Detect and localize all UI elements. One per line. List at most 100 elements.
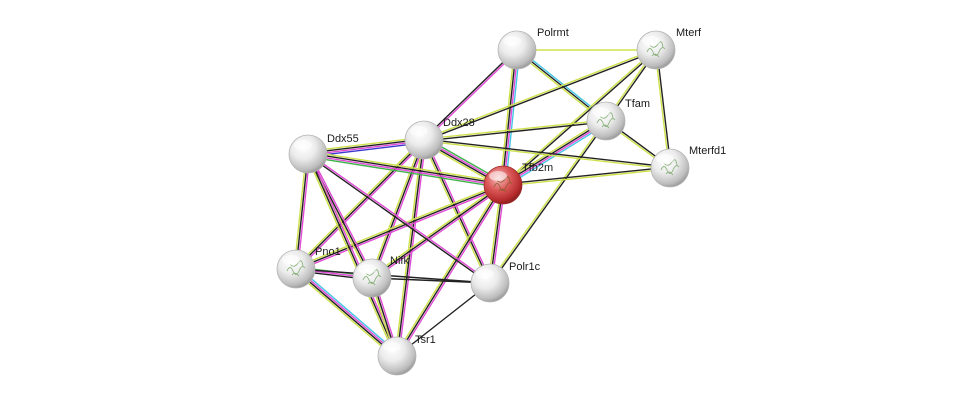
node-bubble[interactable] bbox=[276, 249, 316, 289]
edge-evidence-yellow bbox=[369, 139, 423, 278]
node-highlight bbox=[489, 171, 507, 181]
node-tfb2m[interactable] bbox=[483, 165, 523, 205]
edge-evidence-black bbox=[308, 152, 504, 185]
node-label-nifk: Nifk bbox=[390, 255, 409, 267]
edge-polrmt-ddx28[interactable] bbox=[422, 48, 519, 142]
edge-evidence-yellow bbox=[423, 140, 670, 170]
edge-evidence-black bbox=[422, 48, 517, 140]
node-highlight bbox=[656, 154, 674, 164]
node-highlight bbox=[358, 264, 376, 274]
node-highlight bbox=[476, 269, 494, 279]
edge-ddx28-mterfd1[interactable] bbox=[423, 138, 671, 170]
edge-evidence-magenta bbox=[296, 140, 426, 271]
node-label-ddx28: Ddx28 bbox=[443, 117, 475, 129]
edge-evidence-black bbox=[295, 139, 425, 270]
edge-tfb2m-nifk[interactable] bbox=[370, 182, 505, 281]
edge-evidence-yellow bbox=[503, 168, 671, 187]
edge-evidence-cyan bbox=[297, 266, 400, 355]
node-bubble[interactable] bbox=[470, 263, 510, 303]
edge-tfb2m-tsr1[interactable] bbox=[394, 183, 506, 358]
node-tsr1[interactable] bbox=[377, 336, 417, 376]
edge-evidence-yellow bbox=[488, 120, 606, 283]
node-bubble[interactable] bbox=[650, 148, 690, 188]
edge-mterf-tfb2m[interactable] bbox=[501, 48, 658, 187]
node-highlight bbox=[383, 342, 401, 352]
edge-pno1-tsr1[interactable] bbox=[293, 266, 400, 359]
edge-ddx28-nifk[interactable] bbox=[369, 139, 427, 279]
edge-evidence-magenta bbox=[308, 140, 425, 156]
node-nifk[interactable] bbox=[352, 258, 392, 298]
edge-evidence-black bbox=[307, 153, 398, 357]
edge-evidence-yellow bbox=[394, 139, 423, 356]
node-polrmt[interactable] bbox=[497, 30, 537, 70]
edge-evidence-black bbox=[295, 184, 504, 270]
edge-evidence-black bbox=[396, 184, 504, 357]
edge-evidence-magenta bbox=[424, 50, 519, 142]
edge-tfam-polr1c[interactable] bbox=[488, 120, 608, 284]
node-bubble[interactable] bbox=[636, 30, 676, 70]
edge-evidence-yellow bbox=[293, 270, 396, 359]
node-tfam[interactable] bbox=[586, 101, 626, 141]
edge-evidence-black bbox=[502, 166, 670, 185]
edge-mterf-mterfd1[interactable] bbox=[654, 49, 672, 169]
edge-polr1c-tsr1[interactable] bbox=[396, 282, 491, 357]
edge-evidence-yellow bbox=[307, 136, 424, 153]
node-mterfd1[interactable] bbox=[650, 148, 690, 188]
node-bubble[interactable] bbox=[586, 101, 626, 141]
edge-evidence-magenta bbox=[503, 50, 519, 186]
edge-tfb2m-mterfd1[interactable] bbox=[502, 166, 671, 187]
edge-nifk-polr1c[interactable] bbox=[371, 277, 491, 284]
edge-evidence-black bbox=[371, 184, 504, 279]
edge-evidence-black bbox=[424, 50, 657, 142]
edge-evidence-black bbox=[656, 49, 672, 168]
node-ddx55[interactable] bbox=[288, 134, 328, 174]
node-label-tfam: Tfam bbox=[625, 98, 650, 110]
node-pno1[interactable] bbox=[276, 249, 316, 289]
edge-evidence-yellow bbox=[501, 118, 605, 184]
edge-polrmt-tfb2m[interactable] bbox=[499, 49, 521, 186]
edge-mterf-ddx28[interactable] bbox=[423, 48, 657, 142]
node-bubble[interactable] bbox=[497, 30, 537, 70]
edge-evidence-yellow bbox=[305, 154, 396, 358]
edge-ddx28-pno1[interactable] bbox=[294, 138, 426, 271]
node-bubble[interactable] bbox=[404, 120, 444, 160]
edge-ddx28-polr1c[interactable] bbox=[421, 138, 493, 285]
edge-evidence-magenta bbox=[372, 185, 505, 281]
edge-evidence-black bbox=[423, 139, 491, 284]
edge-evidence-black bbox=[490, 121, 608, 284]
edge-evidence-magenta bbox=[307, 154, 503, 187]
node-label-ddx55: Ddx55 bbox=[327, 133, 359, 145]
edge-evidence-yellow bbox=[370, 182, 503, 278]
node-highlight bbox=[642, 36, 660, 46]
edge-tfam-ddx28[interactable] bbox=[423, 119, 607, 142]
edge-ddx55-polr1c[interactable] bbox=[307, 152, 491, 285]
node-polr1c[interactable] bbox=[470, 263, 510, 303]
node-ddx28[interactable] bbox=[404, 120, 444, 160]
edge-evidence-yellow bbox=[654, 50, 670, 169]
edge-evidence-yellow bbox=[501, 48, 656, 185]
edge-evidence-magenta bbox=[398, 140, 427, 357]
edge-evidence-yellow bbox=[394, 183, 503, 356]
edge-tfb2m-pno1[interactable] bbox=[295, 182, 504, 272]
node-label-mterfd1: Mterfd1 bbox=[689, 145, 726, 157]
node-highlight bbox=[503, 36, 521, 46]
node-label-mterf: Mterf bbox=[676, 27, 702, 39]
edge-evidence-yellow bbox=[499, 49, 516, 185]
edge-evidence-magenta bbox=[397, 185, 506, 358]
node-label-tfb2m: Tfb2m bbox=[522, 162, 553, 174]
edge-evidence-yellow bbox=[294, 138, 424, 269]
node-highlight bbox=[410, 126, 428, 136]
node-bubble[interactable] bbox=[377, 336, 417, 376]
edge-evidence-black bbox=[371, 277, 491, 284]
node-bubble[interactable] bbox=[483, 165, 523, 205]
edge-tfb2m-ddx55[interactable] bbox=[307, 150, 504, 189]
node-bubble[interactable] bbox=[288, 134, 328, 174]
node-bubble[interactable] bbox=[352, 258, 392, 298]
edge-evidence-black bbox=[307, 154, 490, 285]
edge-evidence-black bbox=[371, 139, 425, 279]
edge-pno1-polr1c[interactable] bbox=[295, 268, 491, 284]
node-label-polr1c: Polr1c bbox=[509, 261, 541, 273]
edge-evidence-magenta bbox=[308, 152, 375, 278]
nodes-layer bbox=[276, 30, 690, 376]
node-mterf[interactable] bbox=[636, 30, 676, 70]
